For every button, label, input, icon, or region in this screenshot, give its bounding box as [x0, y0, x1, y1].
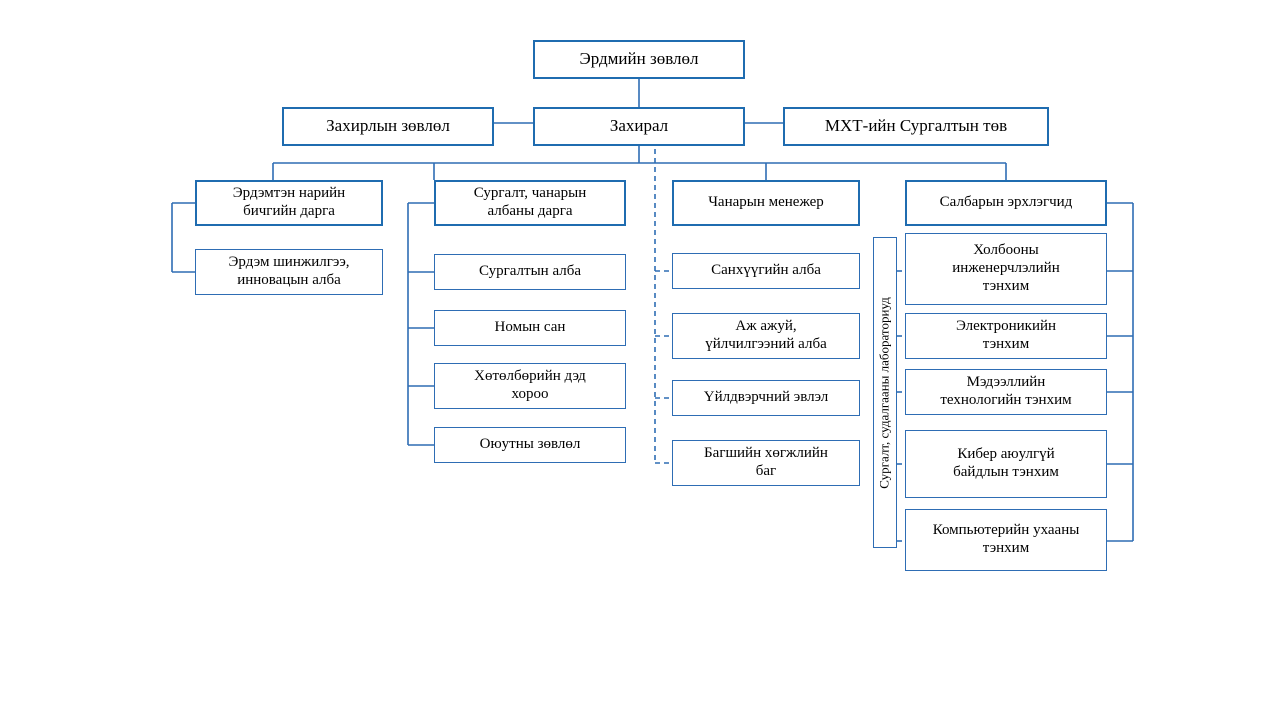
node-label: Эрдэм шинжилгээ, инновацын алба: [228, 254, 350, 288]
vertical-label-text: Сургалт, судалгааны лабораториуд: [877, 296, 892, 489]
node-economy-services-office[interactable]: Аж ажуй, үйлчилгээний алба: [672, 313, 860, 359]
vertical-label-laboratories: Сургалт, судалгааны лабораториуд: [873, 237, 897, 548]
node-academic-council[interactable]: Эрдмийн зөвлөл: [533, 40, 745, 79]
node-label: МХТ-ийн Сургалтын төв: [824, 116, 1008, 136]
node-label: Компьютерийн ухааны тэнхим: [932, 522, 1080, 556]
node-department-heads[interactable]: Салбарын эрхлэгчид: [905, 180, 1107, 226]
node-label: Хөтөлбөрийн дэд хороо: [474, 368, 586, 402]
node-dept-information-technology[interactable]: Мэдээллийн технологийн тэнхим: [905, 369, 1107, 415]
node-label: Мэдээллийн технологийн тэнхим: [940, 374, 1072, 408]
node-label: Үйлдвэрчний эвлэл: [703, 389, 829, 406]
node-directors-board[interactable]: Захирлын зөвлөл: [282, 107, 494, 146]
node-quality-manager-head[interactable]: Чанарын менежер: [672, 180, 860, 226]
node-label: Багшийн хөгжлийн баг: [704, 445, 828, 479]
node-label: Захирал: [609, 116, 669, 136]
node-training-office[interactable]: Сургалтын алба: [434, 254, 626, 290]
node-dept-electronics[interactable]: Электроникийн тэнхим: [905, 313, 1107, 359]
node-training-quality-head[interactable]: Сургалт, чанарын албаны дарга: [434, 180, 626, 226]
node-label: Салбарын эрхлэгчид: [939, 194, 1073, 211]
node-label: Захирлын зөвлөл: [326, 116, 450, 136]
node-label: Санхүүгийн алба: [711, 262, 821, 279]
node-label: Холбооны инженерчлэлийн тэнхим: [952, 242, 1060, 294]
node-label: Эрдмийн зөвлөл: [579, 49, 699, 69]
node-student-council[interactable]: Оюутны зөвлөл: [434, 427, 626, 463]
node-dept-computer-science[interactable]: Компьютерийн ухааны тэнхим: [905, 509, 1107, 571]
node-teacher-development-team[interactable]: Багшийн хөгжлийн баг: [672, 440, 860, 486]
node-label: Оюутны зөвлөл: [479, 436, 581, 453]
node-label: Сургалтын алба: [478, 263, 582, 280]
node-label: Электроникийн тэнхим: [955, 318, 1057, 352]
node-dept-communications-engineering[interactable]: Холбооны инженерчлэлийн тэнхим: [905, 233, 1107, 305]
node-label: Номын сан: [494, 319, 566, 336]
node-trade-union[interactable]: Үйлдвэрчний эвлэл: [672, 380, 860, 416]
node-label: Сургалт, чанарын албаны дарга: [473, 185, 587, 219]
node-ict-training-center[interactable]: МХТ-ийн Сургалтын төв: [783, 107, 1049, 146]
node-director[interactable]: Захирал: [533, 107, 745, 146]
node-label: Кибер аюулгүй байдлын тэнхим: [953, 446, 1059, 480]
node-finance-office[interactable]: Санхүүгийн алба: [672, 253, 860, 289]
node-label: Чанарын менежер: [708, 194, 824, 211]
node-library[interactable]: Номын сан: [434, 310, 626, 346]
node-academic-secretary-head[interactable]: Эрдэмтэн нарийн бичгийн дарга: [195, 180, 383, 226]
node-label: Эрдэмтэн нарийн бичгийн дарга: [232, 185, 346, 219]
node-program-subcommittee[interactable]: Хөтөлбөрийн дэд хороо: [434, 363, 626, 409]
node-label: Аж ажуй, үйлчилгээний алба: [705, 318, 827, 352]
node-research-innovation-office[interactable]: Эрдэм шинжилгээ, инновацын алба: [195, 249, 383, 295]
node-dept-cyber-security[interactable]: Кибер аюулгүй байдлын тэнхим: [905, 430, 1107, 498]
